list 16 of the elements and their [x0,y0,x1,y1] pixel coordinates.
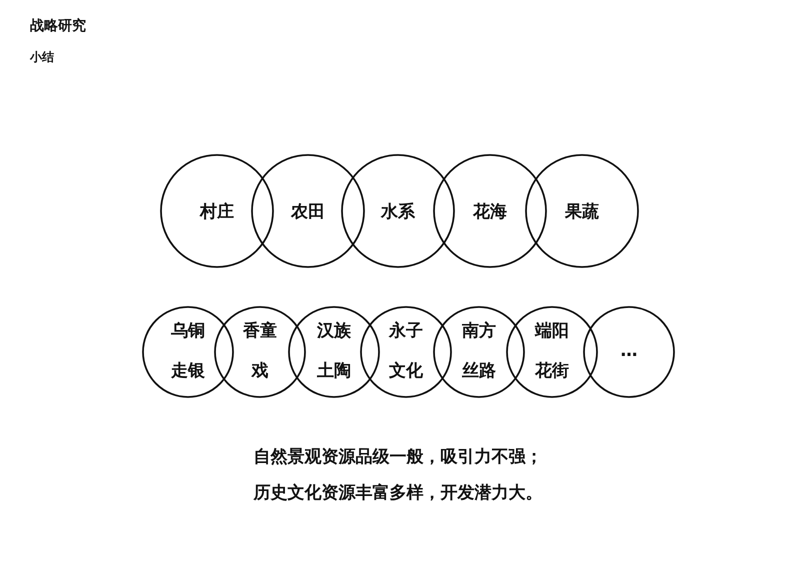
circle-label: 永子文化 [388,320,424,383]
circle-label: 水系 [381,200,415,222]
page-title: 战略研究 [30,17,86,35]
circle-label: 南方丝路 [462,320,496,383]
circle-label: 香童戏 [242,320,278,383]
circle-label: 端阳花街 [534,320,570,383]
summary-text: 自然景观资源品级一般，吸引力不强； [254,447,542,467]
circle-label: 果蔬 [565,200,599,222]
circle-label: … [620,340,638,364]
circle-label: 花海 [473,200,507,222]
circle-label: 村庄 [200,200,234,222]
circle-label: 汉族土陶 [316,320,352,383]
circle-label: 农田 [291,200,325,222]
subtitle: 小结 [30,49,54,66]
summary-text: 历史文化资源丰富多样，开发潜力大。 [254,483,542,503]
circle-label: 乌铜走银 [170,320,206,383]
